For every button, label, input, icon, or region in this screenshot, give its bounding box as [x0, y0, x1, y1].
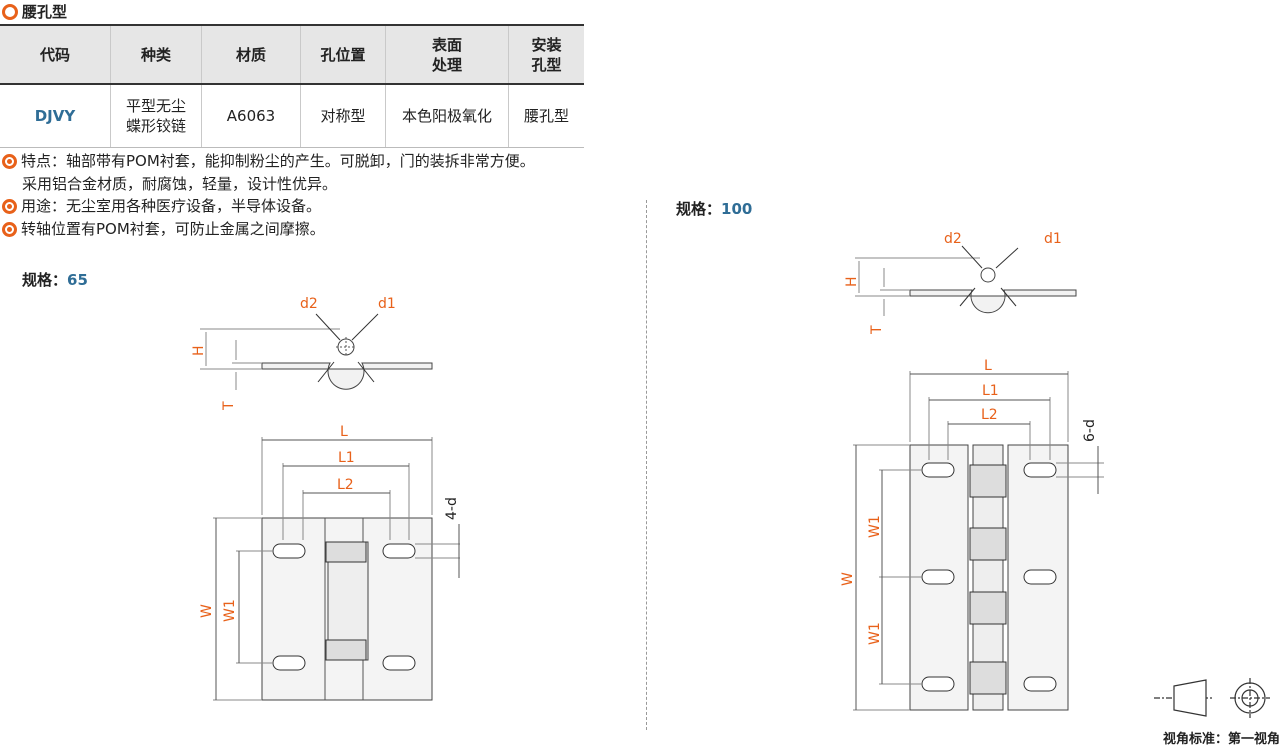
table-row: DJVY 平型无尘蝶形铰链 A6063 对称型 本色阳极氧化 腰孔型	[0, 84, 584, 148]
dim-L2: L2	[981, 407, 998, 423]
dim-L: L	[340, 424, 348, 440]
feature-list: 特点：轴部带有POM衬套，能抑制粉尘的产生。可脱卸，门的装拆非常方便。 采用铝合…	[2, 150, 535, 240]
dim-W: W	[840, 572, 856, 586]
col-code: 代码	[0, 24, 111, 85]
dim-d2: d2	[300, 296, 318, 312]
cell-material: A6063	[201, 84, 301, 148]
list-item: 转轴位置有POM衬套，可防止金属之间摩擦。	[2, 218, 535, 241]
bullet-icon	[2, 199, 17, 214]
col-mount-hole: 安装孔型	[508, 24, 584, 85]
list-item-continuation: 采用铝合金材质，耐腐蚀，轻量，设计性优异。	[22, 174, 338, 193]
dim-L: L	[984, 358, 992, 374]
dim-T: T	[869, 325, 885, 335]
list-item: 特点：轴部带有POM衬套，能抑制粉尘的产生。可脱卸，门的装拆非常方便。	[2, 150, 535, 173]
bullet-icon	[2, 154, 17, 169]
dim-d1: d1	[1044, 231, 1062, 247]
bullet-icon	[2, 221, 17, 237]
spec-label-right: 规格：100	[676, 200, 753, 218]
cell-mount-hole: 腰孔型	[508, 84, 584, 148]
col-kind: 种类	[110, 24, 202, 85]
dim-W1-lower: W1	[867, 622, 883, 645]
cell-kind: 平型无尘蝶形铰链	[110, 84, 202, 148]
table-header-row: 代码 种类 材质 孔位置 表面处理 安装孔型	[0, 24, 584, 85]
drawing-65: d2 d1 H T L L1 L2 W W1 4-d	[191, 296, 460, 701]
cell-code: DJVY	[0, 84, 111, 148]
dim-hole-left: 4-d	[444, 497, 460, 520]
dim-H: H	[191, 345, 207, 356]
section-title: 腰孔型	[2, 1, 67, 22]
circle-icon	[2, 3, 18, 20]
dim-L1: L1	[982, 383, 999, 399]
projection-symbol-icon	[1154, 678, 1270, 718]
spec-table: 代码 种类 材质 孔位置 表面处理 安装孔型 DJVY 平型无尘蝶形铰链 A60…	[0, 24, 584, 148]
col-material: 材质	[201, 24, 301, 85]
dim-T: T	[221, 401, 237, 411]
divider	[646, 200, 647, 730]
dim-L2: L2	[337, 477, 354, 493]
dim-H: H	[844, 276, 860, 287]
dim-hole-right: 6-d	[1082, 419, 1098, 442]
col-surface: 表面处理	[385, 24, 509, 85]
dim-L1: L1	[338, 450, 355, 466]
cell-surface: 本色阳极氧化	[385, 84, 509, 148]
dim-d1: d1	[378, 296, 396, 312]
dim-W1-upper: W1	[867, 515, 883, 538]
list-item: 用途：无尘室用各种医疗设备，半导体设备。	[2, 195, 535, 218]
cell-hole-position: 对称型	[300, 84, 386, 148]
spec-label-left: 规格：65	[22, 271, 88, 289]
dim-W: W	[199, 604, 215, 618]
drawing-100: d2 d1 H T L L1 L2 W W1 W1 6-d	[840, 231, 1104, 711]
view-standard-label: 视角标准：第一视角	[1162, 732, 1280, 747]
dim-d2: d2	[944, 231, 962, 247]
dim-W1: W1	[222, 599, 238, 622]
section-title-text: 腰孔型	[22, 3, 68, 21]
col-hole-position: 孔位置	[300, 24, 386, 85]
